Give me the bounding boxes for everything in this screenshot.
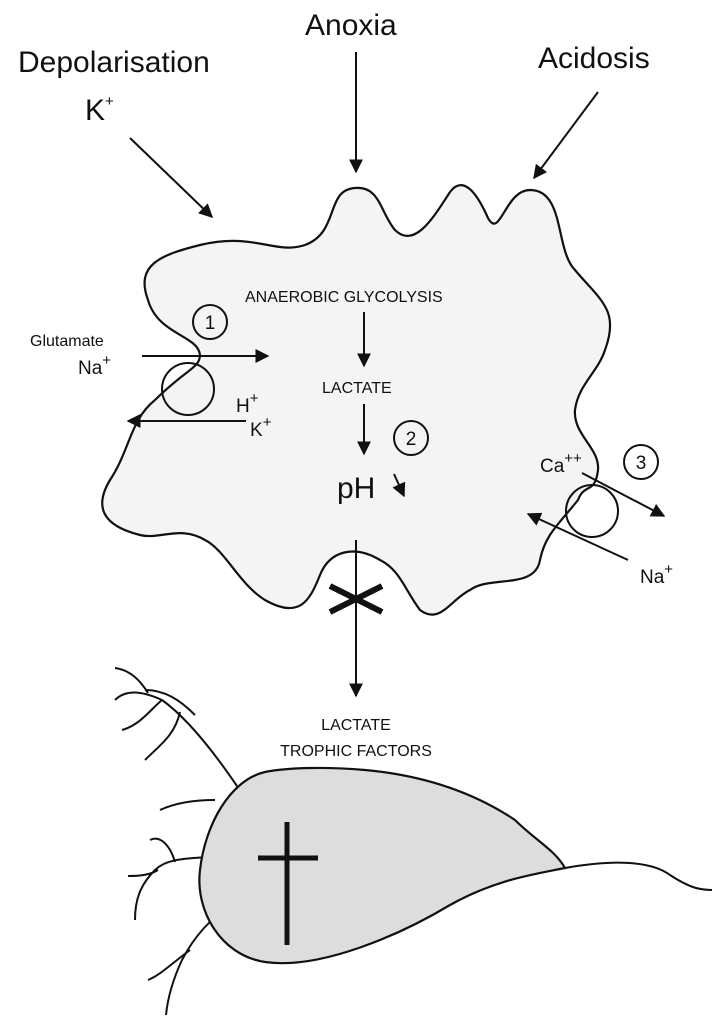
acidosis-arrow bbox=[534, 92, 598, 178]
transporter-3-circle bbox=[566, 485, 618, 537]
sodium-right-label: Na+ bbox=[640, 561, 673, 588]
acidosis-label: Acidosis bbox=[538, 42, 650, 75]
lactate-label: LACTATE bbox=[322, 380, 392, 397]
step-1-number: 1 bbox=[205, 313, 216, 334]
ph-label: pH bbox=[337, 472, 375, 505]
anoxia-label: Anoxia bbox=[305, 9, 397, 42]
output-trophic-label: TROPHIC FACTORS bbox=[280, 743, 432, 760]
neuron-axon bbox=[565, 863, 712, 890]
glycolysis-label: ANAEROBIC GLYCOLYSIS bbox=[245, 289, 443, 306]
depolarisation-arrow bbox=[130, 138, 212, 217]
depolarisation-label: Depolarisation bbox=[18, 46, 210, 79]
sodium-in-label: Na+ bbox=[78, 352, 111, 379]
glutamate-label: Glutamate bbox=[30, 333, 104, 350]
output-lactate-label: LACTATE bbox=[321, 717, 391, 734]
step-3-number: 3 bbox=[636, 453, 647, 474]
step-2-number: 2 bbox=[406, 429, 417, 450]
calcium-efflux-arrow bbox=[582, 473, 664, 516]
potassium-ion-label: K+ bbox=[85, 93, 114, 127]
neuron-body bbox=[199, 768, 565, 963]
